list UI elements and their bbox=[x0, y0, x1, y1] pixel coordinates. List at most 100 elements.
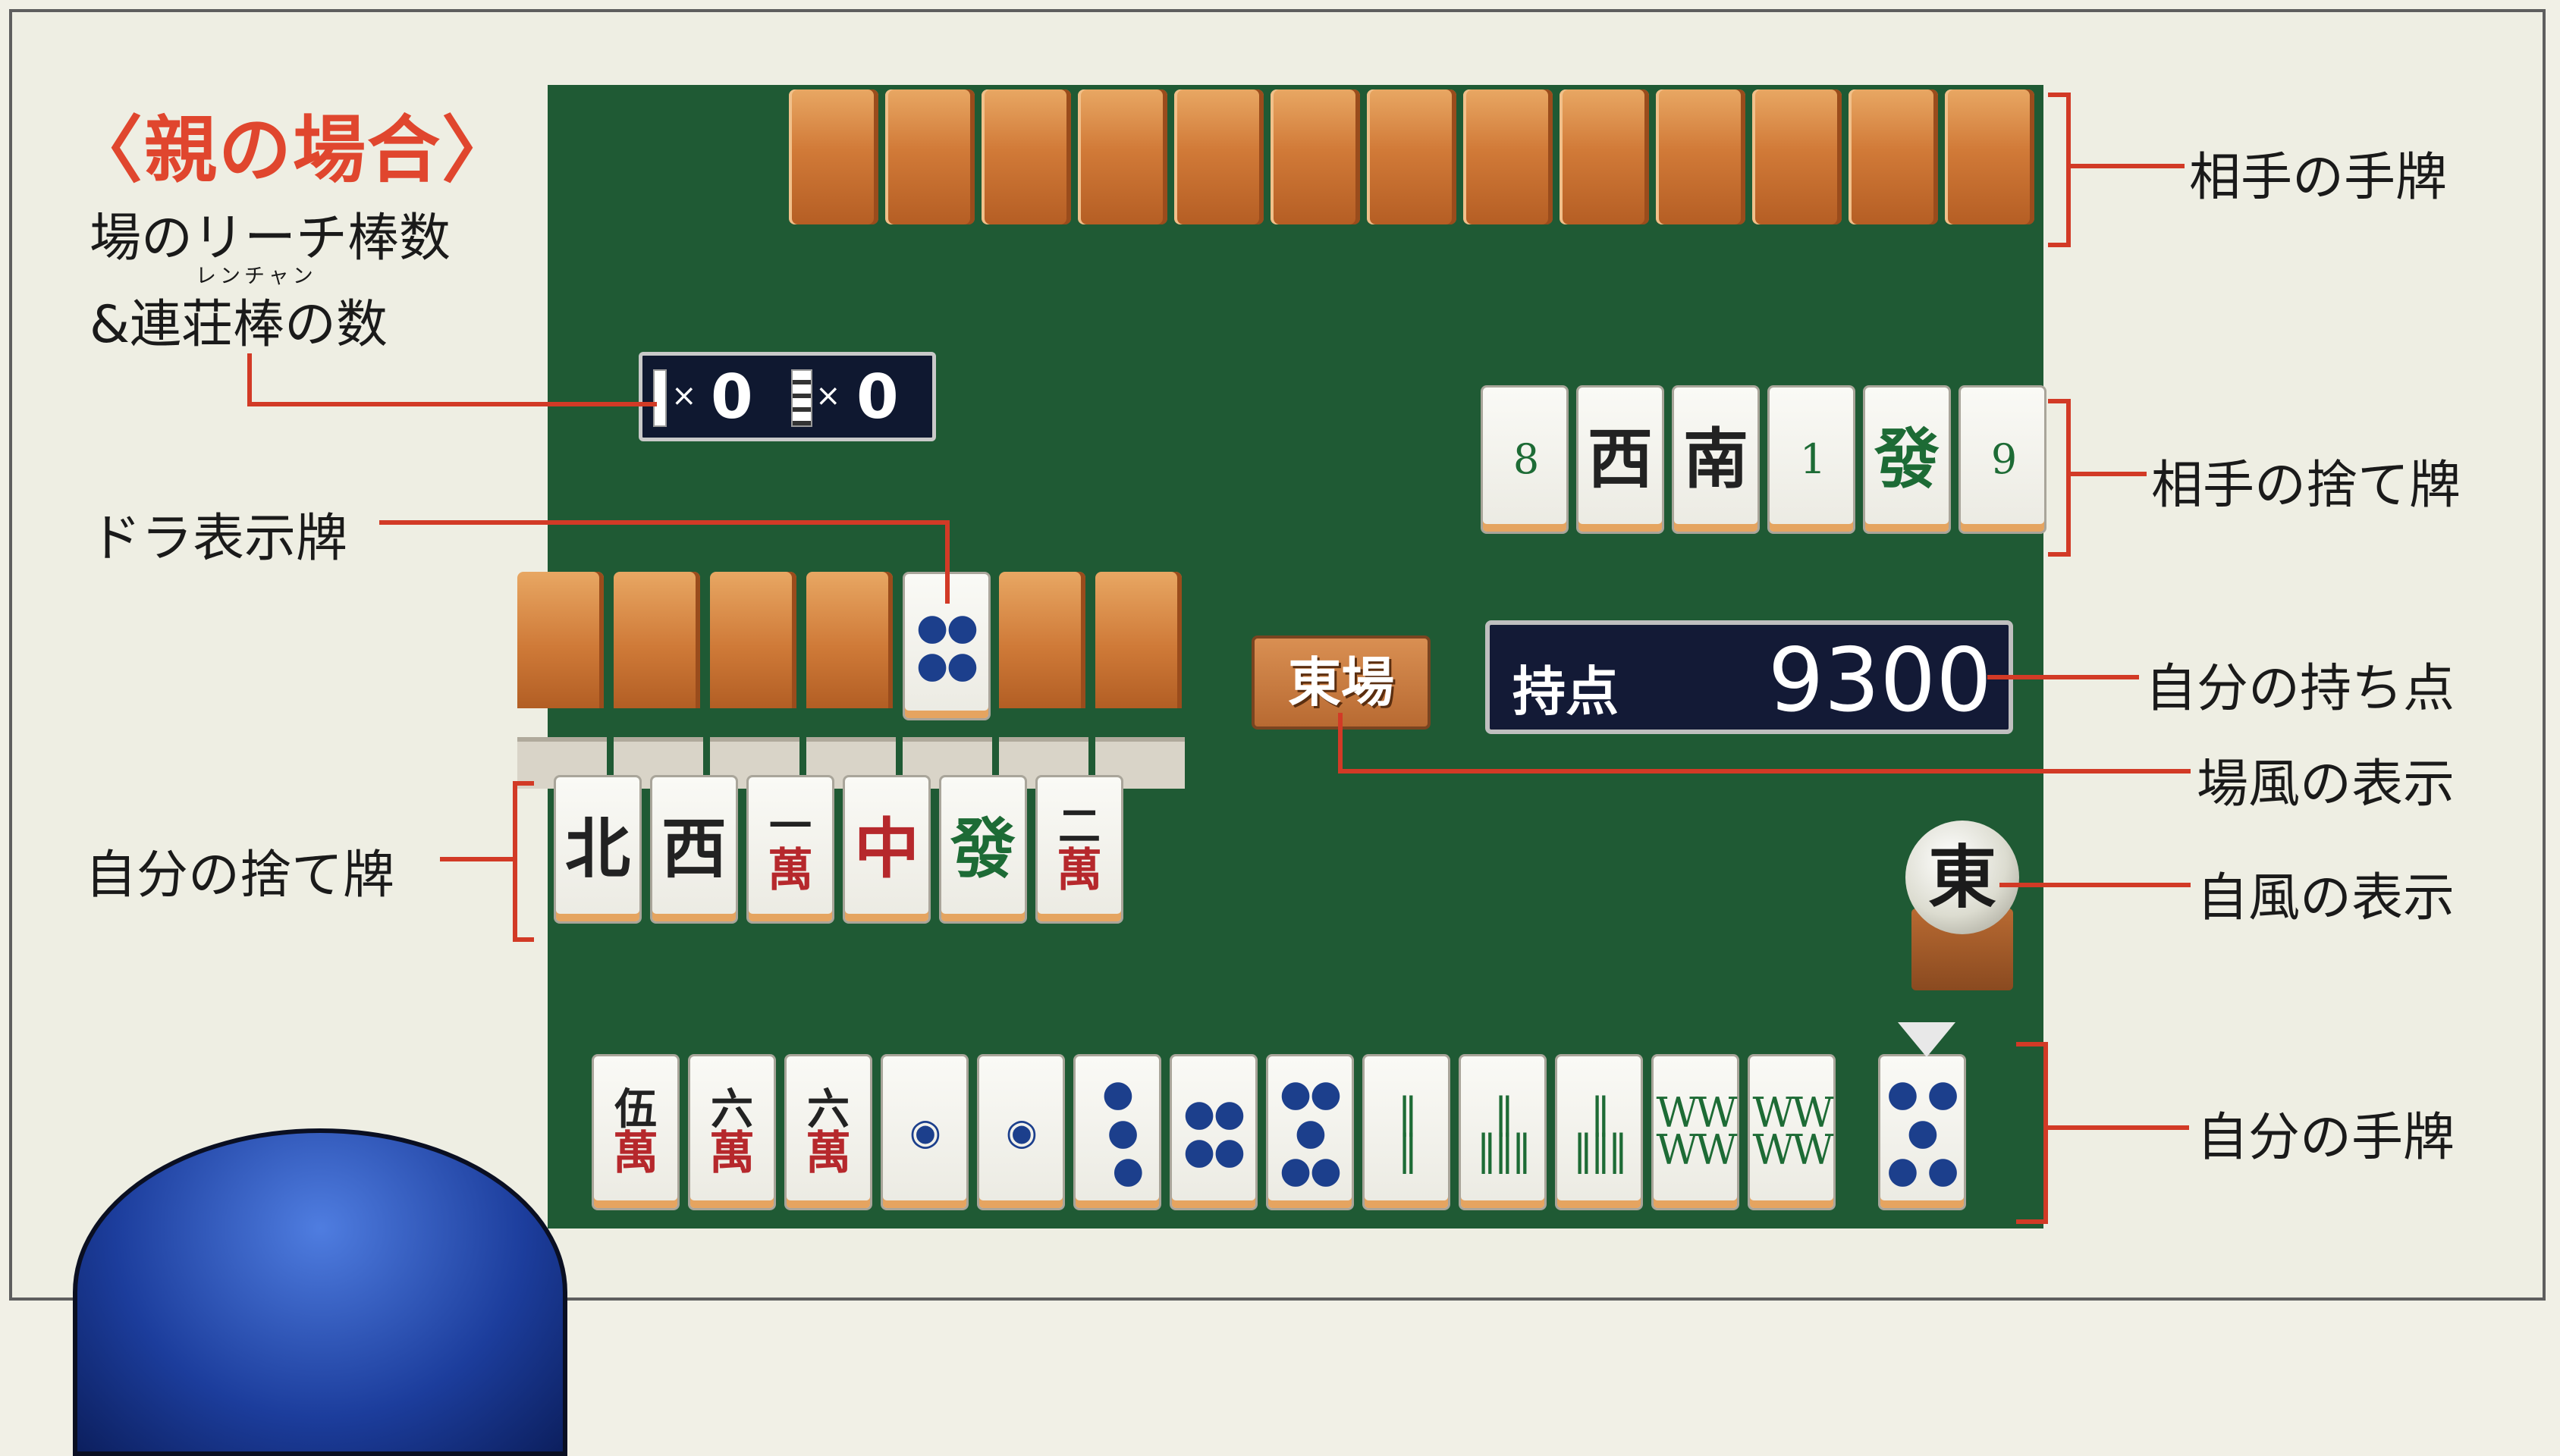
opponent-tile-back bbox=[1271, 89, 1360, 224]
opponent-discards-leader-line bbox=[2071, 472, 2147, 476]
tile-face: ●● ● ●● bbox=[1280, 1075, 1340, 1189]
tile-face: ‖ ‖ bbox=[1398, 1095, 1415, 1169]
tile-face: ●● ●● bbox=[916, 608, 977, 685]
opponent-tile-back bbox=[1367, 89, 1456, 224]
wall-tile-back bbox=[806, 572, 893, 708]
mahjong-tile[interactable]: 中 bbox=[843, 775, 931, 924]
mahjong-tile[interactable]: 南 bbox=[1672, 385, 1760, 534]
mahjong-tile[interactable]: ● ● ● bbox=[1073, 1054, 1161, 1210]
tile-face: ●● ●● bbox=[1183, 1094, 1244, 1171]
tile-face: 中 bbox=[854, 817, 919, 882]
tile-face: 一 bbox=[769, 805, 812, 848]
opponent-tile-back bbox=[1174, 89, 1264, 224]
mahjong-tile[interactable]: WW WW bbox=[1748, 1054, 1836, 1210]
own-hand-leader-line bbox=[2048, 1125, 2189, 1130]
renchan-count: 0 bbox=[856, 362, 899, 432]
opponent-discards-label: 相手の捨て牌 bbox=[2151, 443, 2461, 518]
page-title: 〈親の場合〉 bbox=[70, 91, 516, 196]
opponent-tile-back bbox=[982, 89, 1071, 224]
dora-label: ドラ表示牌 bbox=[90, 496, 347, 571]
points-label: 持点 bbox=[1512, 649, 1619, 726]
opponent-tile-back bbox=[1849, 89, 1938, 224]
mahjong-tile[interactable]: ●● ●● bbox=[1170, 1054, 1258, 1210]
mahjong-tile[interactable]: 西 bbox=[650, 775, 738, 924]
wall-tile-back bbox=[517, 572, 604, 708]
tile-face: 萬 bbox=[1057, 848, 1102, 893]
dora-leader-line bbox=[379, 520, 950, 525]
riichi-counter-panel: × 0 × 0 bbox=[639, 352, 936, 441]
tile-face: 8 bbox=[1513, 441, 1536, 479]
mahjong-tile[interactable]: 8 bbox=[1481, 385, 1569, 534]
mahjong-tile[interactable]: 1 bbox=[1767, 385, 1855, 534]
mahjong-tile[interactable]: 發 bbox=[939, 775, 1027, 924]
tile-face: 1 bbox=[1800, 441, 1823, 479]
tile-face: ● ● ● ● ● bbox=[1886, 1075, 1957, 1189]
mahjong-tile[interactable]: ●● ● ●● bbox=[1266, 1054, 1354, 1210]
tile-face: 萬 bbox=[709, 1131, 755, 1176]
tile-face: 發 bbox=[1874, 427, 1940, 492]
mahjong-tile[interactable]: 伍萬 bbox=[592, 1054, 680, 1210]
own-points-leader-line bbox=[1987, 675, 2139, 679]
tile-face: WW WW bbox=[1752, 1095, 1830, 1169]
opponent-hand-bracket bbox=[2048, 93, 2071, 247]
riichi-stick-icon bbox=[653, 369, 667, 427]
opponent-tile-back bbox=[1560, 89, 1649, 224]
wall-tile-back bbox=[1095, 572, 1182, 708]
mahjong-tile[interactable]: 六萬 bbox=[784, 1054, 872, 1210]
mahjong-tile[interactable]: 一萬 bbox=[746, 775, 834, 924]
own-discards-leader-line bbox=[440, 857, 513, 861]
opponent-tile-back bbox=[1945, 89, 2034, 224]
mahjong-tile[interactable]: ◉ bbox=[977, 1054, 1065, 1210]
riichi-multiply: × bbox=[671, 378, 697, 413]
mahjong-tile[interactable]: ‖ ‖ bbox=[1362, 1054, 1450, 1210]
tile-face: 伍 bbox=[614, 1088, 657, 1131]
tile-face: ◉ bbox=[1006, 1113, 1036, 1151]
drawn-tile-arrow-icon bbox=[1898, 1022, 1955, 1057]
riichi-label-line2: &連荘棒の数 bbox=[90, 282, 388, 357]
opponent-tile-back bbox=[1752, 89, 1842, 224]
own-points-label: 自分の持ち点 bbox=[2145, 646, 2455, 721]
dora-leader-line-v bbox=[945, 520, 950, 604]
tile-face: ‖ ‖‖‖ bbox=[1573, 1095, 1626, 1169]
mahjong-tile[interactable]: ‖ ‖‖‖ bbox=[1459, 1054, 1547, 1210]
opponent-hand-leader-line bbox=[2071, 164, 2185, 168]
opponent-tile-back bbox=[885, 89, 975, 224]
own-discards-label: 自分の捨て牌 bbox=[85, 833, 394, 908]
tile-face: WW WW bbox=[1656, 1095, 1734, 1169]
round-wind-leader-line bbox=[1338, 769, 2191, 774]
round-wind-label: 場風の表示 bbox=[2197, 742, 2455, 817]
tile-face: 發 bbox=[950, 817, 1016, 882]
seat-wind-ball: 東 bbox=[1905, 821, 2019, 934]
mahjong-tile[interactable]: 二萬 bbox=[1035, 775, 1123, 924]
riichi-leader-line bbox=[247, 353, 252, 406]
opponent-tile-back bbox=[789, 89, 878, 224]
tile-face: 六 bbox=[711, 1088, 753, 1131]
drawn-tile[interactable]: ● ● ● ● ● bbox=[1878, 1054, 1966, 1210]
mahjong-tile[interactable]: 9 bbox=[1958, 385, 2046, 534]
tile-face: 萬 bbox=[613, 1131, 658, 1176]
mahjong-tile[interactable]: ‖ ‖‖‖ bbox=[1555, 1054, 1643, 1210]
opponent-hand-label: 相手の手牌 bbox=[2189, 135, 2447, 210]
tile-face: 二 bbox=[1058, 805, 1101, 848]
own-hand-bracket bbox=[2016, 1042, 2048, 1224]
mahjong-tile[interactable]: 六萬 bbox=[688, 1054, 776, 1210]
opponent-tile-back bbox=[1078, 89, 1167, 224]
wall-tile-back bbox=[999, 572, 1085, 708]
mahjong-tile[interactable]: ◉ bbox=[881, 1054, 969, 1210]
mahjong-tile[interactable]: WW WW bbox=[1651, 1054, 1739, 1210]
wall-tile-back bbox=[614, 572, 700, 708]
tile-face: 南 bbox=[1683, 427, 1748, 492]
tile-face: 北 bbox=[565, 817, 630, 882]
mahjong-tile[interactable]: 西 bbox=[1576, 385, 1664, 534]
renchan-stick-icon bbox=[791, 369, 812, 427]
opponent-tile-back bbox=[1656, 89, 1745, 224]
opponent-discards-bracket bbox=[2048, 399, 2071, 557]
mahjong-tile[interactable]: 北 bbox=[554, 775, 642, 924]
tile-face: 六 bbox=[807, 1088, 850, 1131]
round-wind-leader-line-v bbox=[1338, 713, 1343, 772]
mahjong-tile[interactable]: 發 bbox=[1863, 385, 1951, 534]
seat-wind-label: 自風の表示 bbox=[2197, 855, 2455, 930]
points-panel: 持点 9300 bbox=[1485, 620, 2013, 734]
tile-face: 萬 bbox=[806, 1131, 851, 1176]
tile-face: 萬 bbox=[768, 848, 813, 893]
